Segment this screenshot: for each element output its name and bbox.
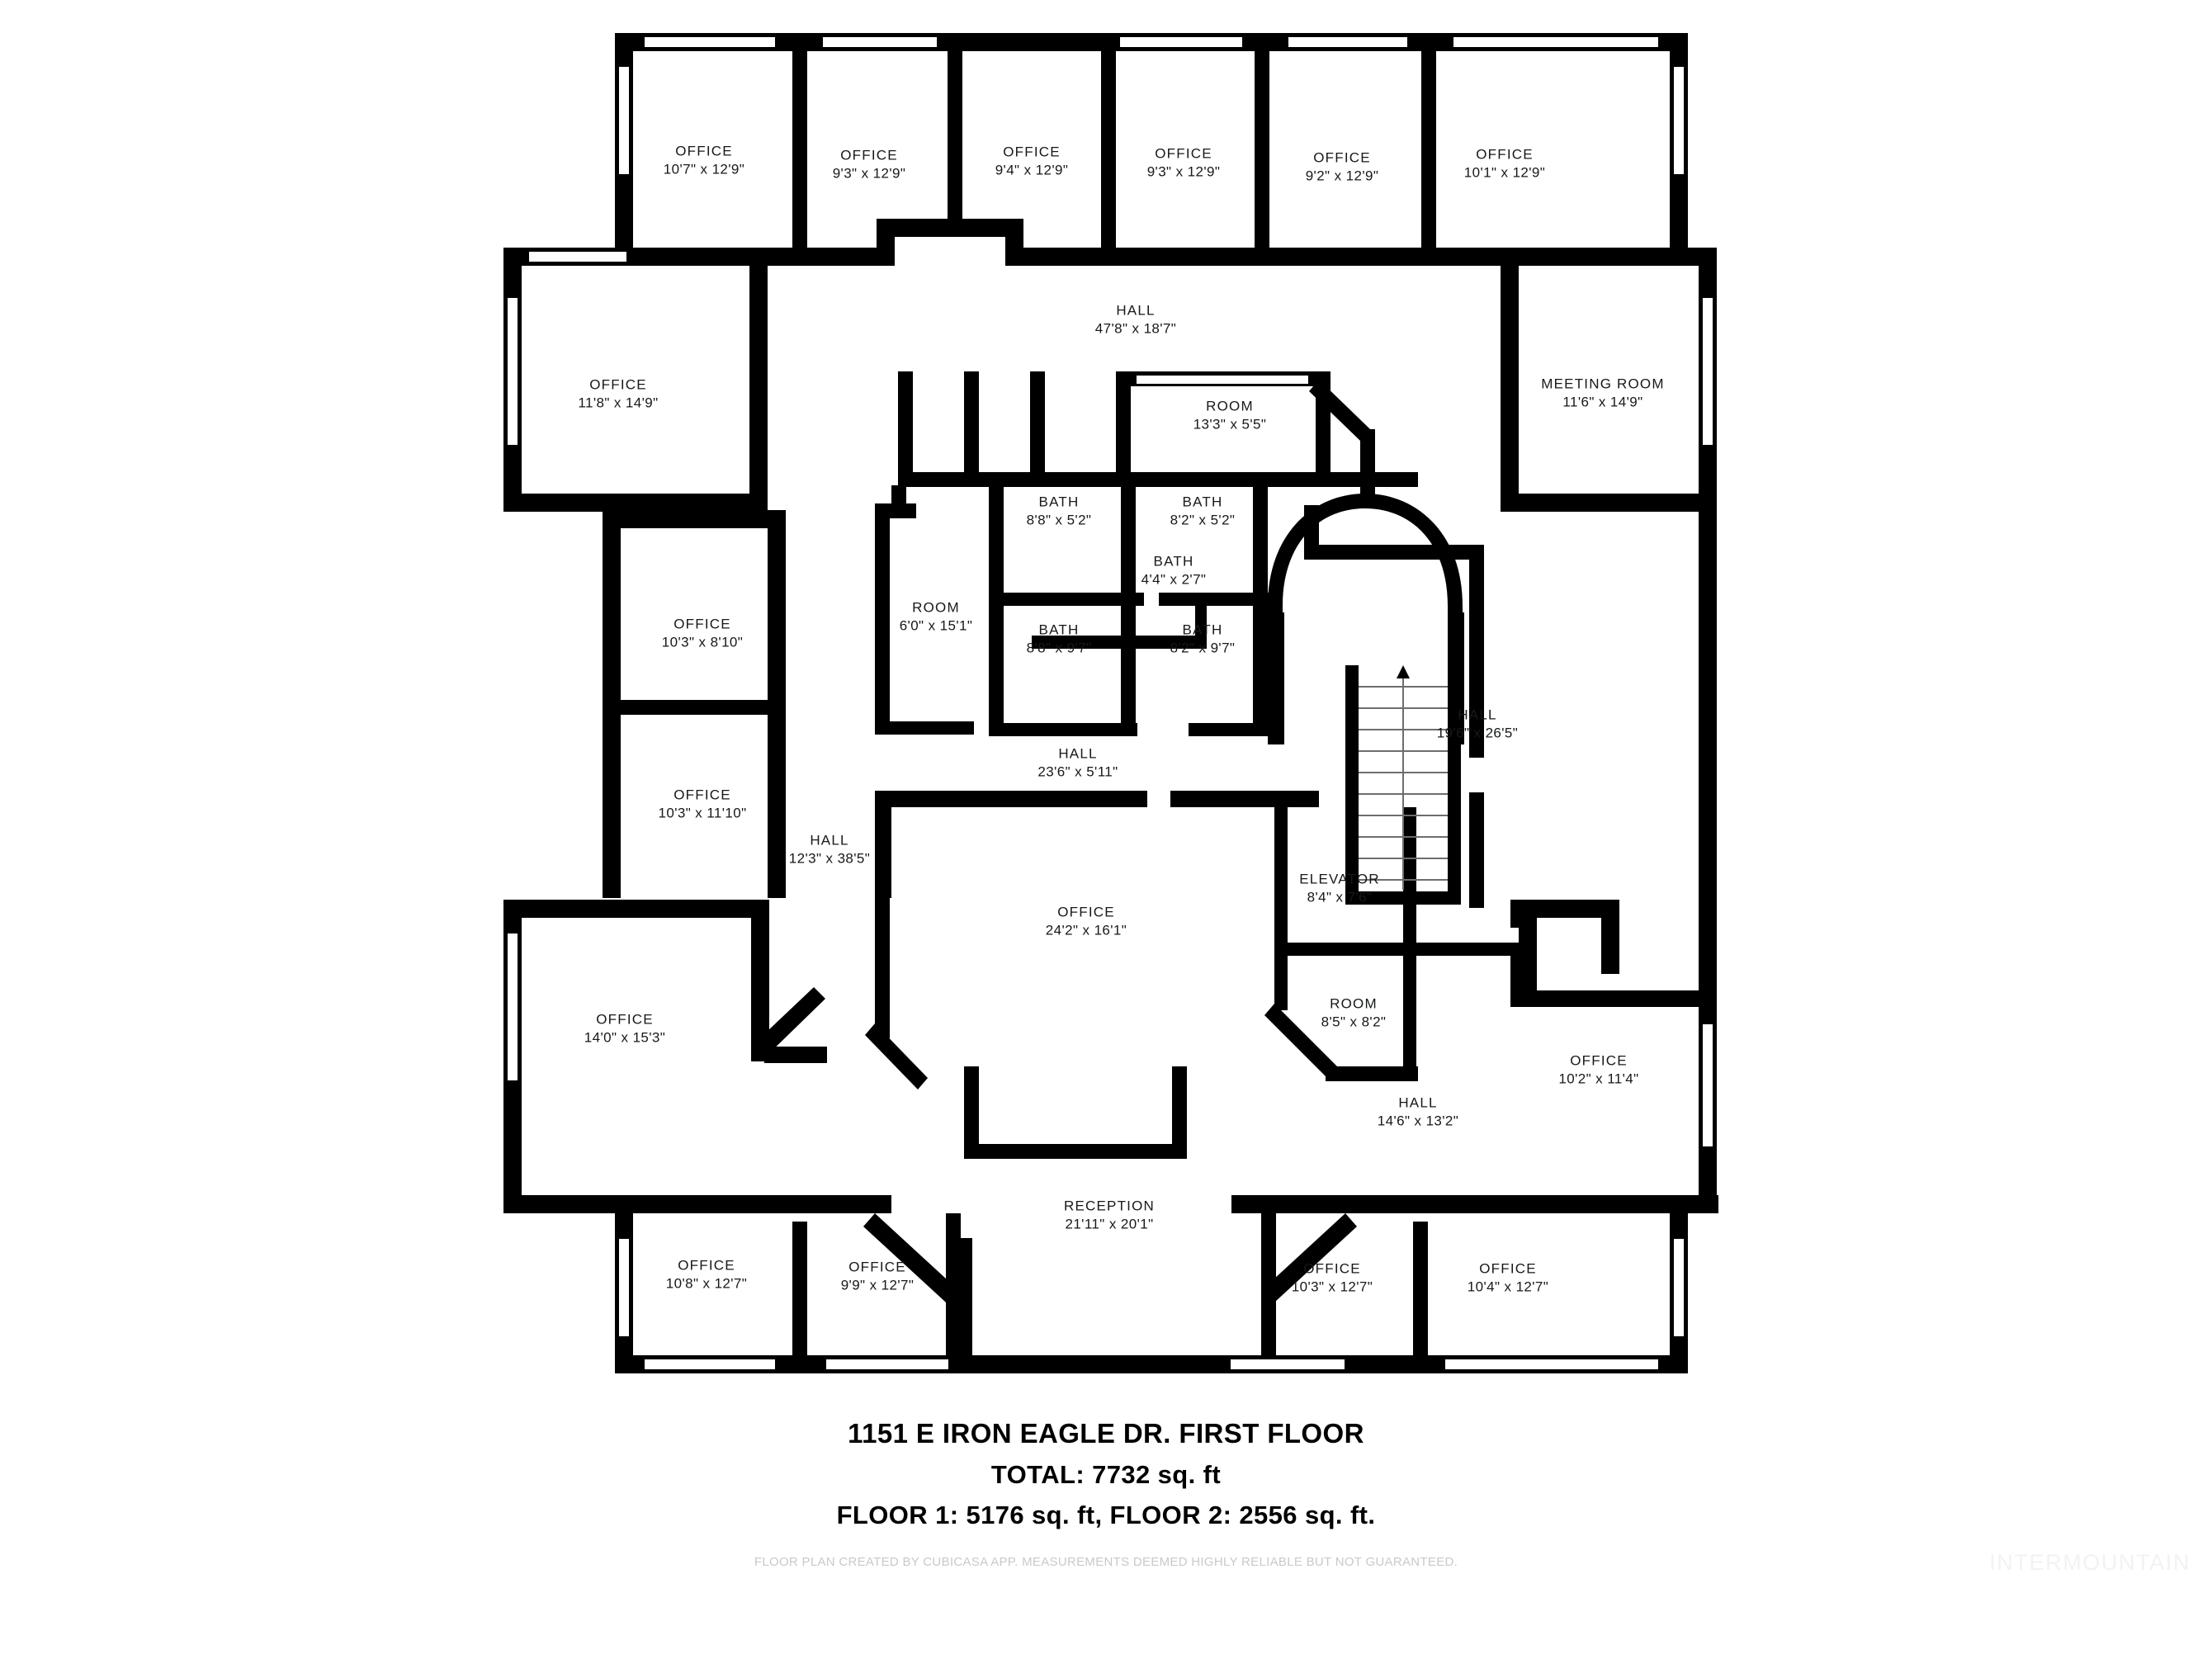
window-group: [506, 35, 1714, 1371]
disclaimer-text: FLOOR PLAN CREATED BY CUBICASA APP. MEAS…: [754, 1555, 1458, 1569]
caption-block: 1151 E IRON EAGLE DR. FIRST FLOOR TOTAL:…: [0, 1418, 2212, 1569]
wall-group: [503, 33, 1718, 1373]
stair-treads: [1359, 675, 1448, 890]
page-title: 1151 E IRON EAGLE DR. FIRST FLOOR: [848, 1418, 1364, 1449]
floor-area-breakdown: FLOOR 1: 5176 sq. ft, FLOOR 2: 2556 sq. …: [836, 1501, 1376, 1529]
floor-plan-svg: [503, 33, 1718, 1373]
stair-direction-arrow: [1397, 665, 1410, 678]
total-area: TOTAL: 7732 sq. ft: [990, 1460, 1222, 1489]
